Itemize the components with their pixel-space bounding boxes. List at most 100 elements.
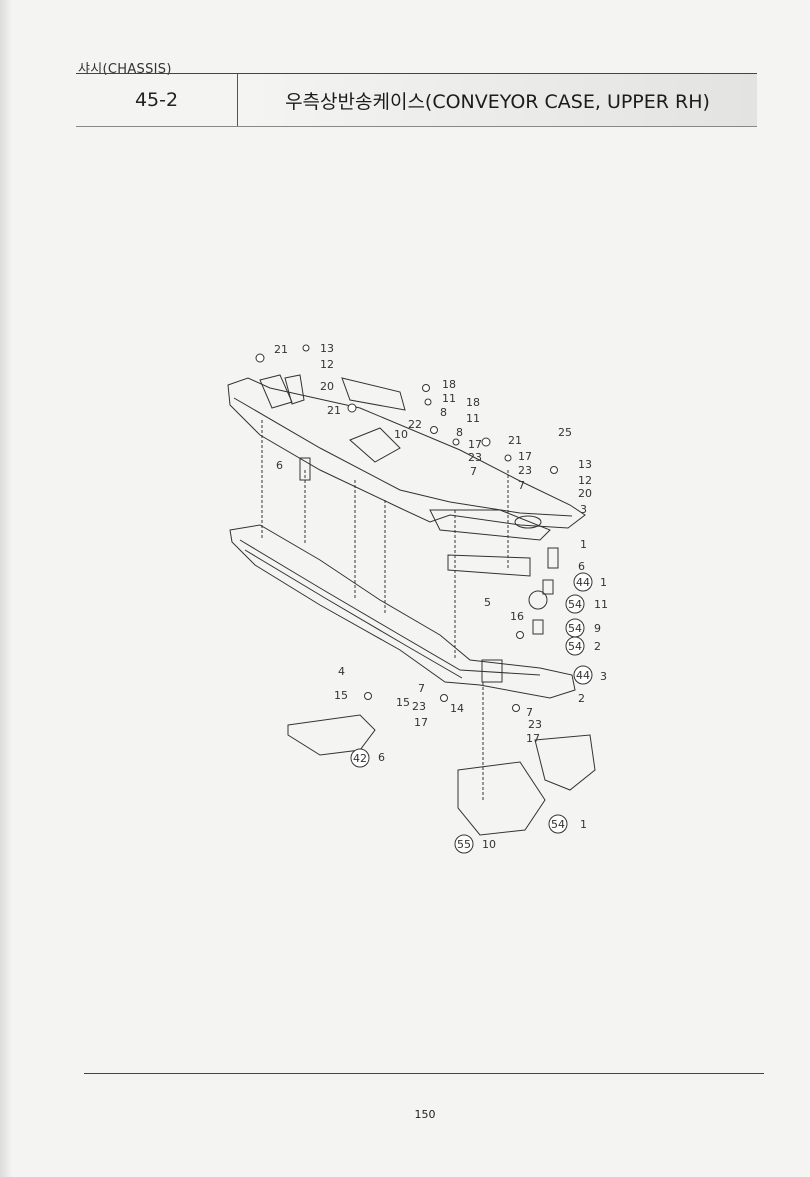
circled-ref-labels: 44 54 54 54 44 42 54 55: [353, 576, 590, 851]
callout-label: 7: [470, 465, 477, 478]
spacer-part: [542, 579, 554, 595]
callout-label: 18: [442, 378, 456, 391]
left-mount-bracket: [259, 374, 293, 409]
left-mount-tab: [284, 374, 305, 405]
callout-label: 21: [508, 434, 522, 447]
upper-mount-block: [349, 427, 401, 463]
circled-ref: [454, 834, 474, 854]
callout-label: 20: [320, 380, 334, 393]
exploded-parts-diagram: 21 13 12 20 18 11 8 18 11 21 22 10 8 17 …: [200, 330, 630, 860]
lower-center-cover: [457, 761, 546, 836]
callout-label: 21: [274, 343, 288, 356]
callout-label: 23: [518, 464, 532, 477]
callout-label: 15: [334, 689, 348, 702]
callout-label: 12: [578, 474, 592, 487]
callout-label: 7: [526, 706, 533, 719]
circled-ref: [573, 572, 593, 592]
spacer-part: [299, 457, 311, 481]
washer-part: [424, 398, 432, 406]
callout-label: 9: [594, 622, 601, 635]
bolt-head: [516, 631, 524, 639]
footer-rule: [84, 1073, 764, 1074]
circled-ref-label: 54: [568, 598, 582, 611]
callout-label: 11: [594, 598, 608, 611]
callout-label: 21: [327, 404, 341, 417]
parts-drawing: 21 13 12 20 18 11 8 18 11 21 22 10 8 17 …: [227, 342, 608, 854]
circled-ref-label: 54: [568, 640, 582, 653]
callout-label: 7: [418, 682, 425, 695]
callout-label: 2: [578, 692, 585, 705]
title-block: 45-2 우측상반송케이스(CONVEYOR CASE, UPPER RH): [76, 73, 757, 127]
top-bracket-plate: [341, 377, 406, 411]
circled-ref-label: 44: [576, 669, 590, 682]
nut-part: [422, 384, 430, 392]
circled-ref-label: 44: [576, 576, 590, 589]
callout-label: 10: [394, 428, 408, 441]
upper-frame-end-plate: [429, 509, 551, 541]
callout-label: 11: [466, 412, 480, 425]
callout-label: 3: [580, 503, 587, 516]
callout-label: 13: [578, 458, 592, 471]
circled-ref-label: 42: [353, 752, 367, 765]
upper-frame-inner-edge: [233, 397, 573, 517]
page-number: 150: [414, 1108, 436, 1121]
callout-label: 15: [396, 696, 410, 709]
callout-label: 17: [518, 450, 532, 463]
callout-label: 5: [484, 596, 491, 609]
spacer-part: [532, 619, 544, 635]
callout-label: 25: [558, 426, 572, 439]
nut-part: [440, 694, 448, 702]
lower-right-bracket: [534, 734, 596, 791]
callout-label: 6: [276, 459, 283, 472]
circled-ref-label: 55: [457, 838, 471, 851]
callout-label: 23: [468, 451, 482, 464]
callout-label: 23: [528, 718, 542, 731]
bolt-head: [255, 353, 265, 363]
callout-label: 17: [526, 732, 540, 745]
callout-label: 1: [600, 576, 607, 589]
circled-ref: [573, 665, 593, 685]
page-edge-shadow: [0, 0, 12, 1177]
callout-label: 2: [594, 640, 601, 653]
bolt-head: [481, 437, 491, 447]
callout-label: 8: [440, 406, 447, 419]
callout-label: 20: [578, 487, 592, 500]
circled-ref: [565, 636, 585, 656]
figure-title: 우측상반송케이스(CONVEYOR CASE, UPPER RH): [238, 74, 757, 126]
center-mount-bracket: [481, 659, 503, 683]
callout-label: 23: [412, 700, 426, 713]
callout-label: 17: [468, 438, 482, 451]
circled-ref-label: 54: [551, 818, 565, 831]
callout-label: 6: [578, 560, 585, 573]
washer-part: [504, 454, 512, 462]
circled-ref: [548, 814, 568, 834]
callout-label: 8: [456, 426, 463, 439]
callout-label: 17: [414, 716, 428, 729]
callout-label: 6: [378, 751, 385, 764]
callout-label: 16: [510, 610, 524, 623]
figure-code: 45-2: [134, 89, 179, 111]
bolt-head: [347, 403, 357, 413]
callout-label: 1: [580, 538, 587, 551]
callout-labels: 21 13 12 20 18 11 8 18 11 21 22 10 8 17 …: [274, 342, 608, 851]
end-plate-hole: [514, 515, 542, 529]
sprocket-part: [528, 590, 548, 610]
callout-label: 3: [600, 670, 607, 683]
bolt-head: [550, 466, 558, 474]
callout-label: 10: [482, 838, 496, 851]
callout-label: 22: [408, 418, 422, 431]
lower-guide-outline: [229, 524, 576, 699]
circled-ref: [565, 594, 585, 614]
circled-ref: [350, 748, 370, 768]
callout-label: 14: [450, 702, 464, 715]
callout-label: 13: [320, 342, 334, 355]
lower-guide-rail-2: [244, 549, 463, 679]
callout-label: 18: [466, 396, 480, 409]
callout-label: 12: [320, 358, 334, 371]
nut-part: [430, 426, 438, 434]
callout-label: 4: [338, 665, 345, 678]
bolt-head: [364, 692, 372, 700]
spacer-part: [547, 547, 559, 569]
callout-label: 7: [518, 479, 525, 492]
callout-label: 1: [580, 818, 587, 831]
